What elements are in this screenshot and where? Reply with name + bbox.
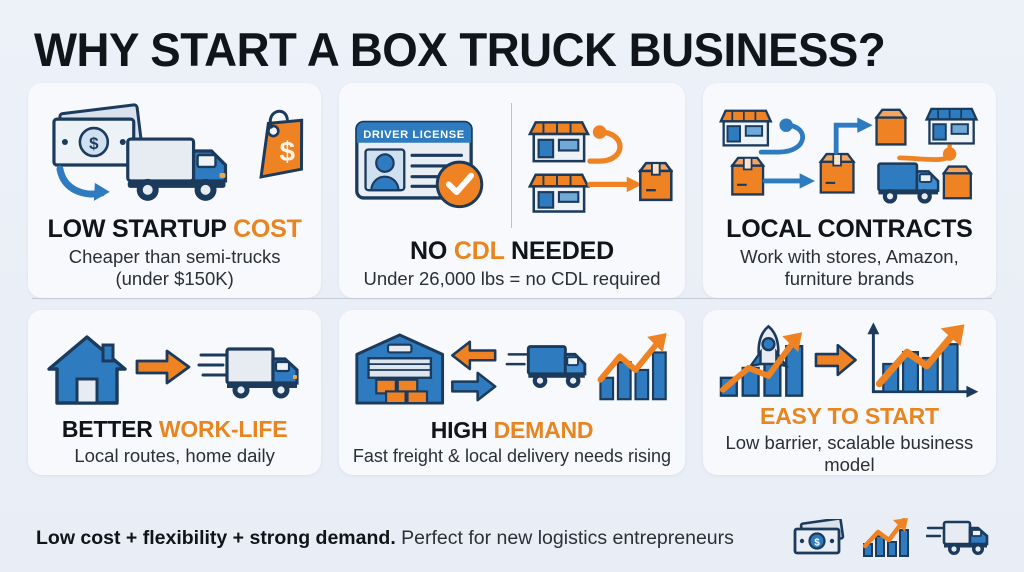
card-5-headline-accent: DEMAND <box>493 416 594 443</box>
card-1-sub-line2: (under $150K) <box>115 268 234 290</box>
card-6-subtext: Low barrier, scalable business model <box>725 432 974 475</box>
card-5-headline-plain: HIGH <box>430 416 494 443</box>
card-no-cdl-needed[interactable]: DRIVER LICENSE <box>339 83 685 298</box>
card-1-sub-line1: Cheaper than semi-trucks <box>68 246 281 268</box>
card-4-headline-plain: BETTER <box>61 416 159 443</box>
card-5-subtext: Fast freight & local delivery needs risi… <box>352 445 672 466</box>
svg-text:$: $ <box>814 538 820 549</box>
high-demand-illustration <box>355 332 668 405</box>
card-2-headline-plain: NO <box>410 236 454 265</box>
card-1-headline-accent: COST <box>233 215 302 244</box>
card-2-vertical-divider <box>510 103 512 228</box>
footer-bar: Low cost + flexibility + strong demand. … <box>0 510 1024 572</box>
svg-text:$: $ <box>280 136 296 167</box>
card-2-headline-accent: CDL <box>453 236 505 265</box>
card-6-artwork <box>715 320 984 404</box>
card-row-bottom: BETTER WORK-LIFE Local routes, home dail… <box>28 310 997 475</box>
card-3-sub-line2: furniture brands <box>784 268 915 290</box>
growth-chart-icon <box>862 518 909 557</box>
card-4-artwork <box>40 320 309 417</box>
card-2-headline-tail: NEEDED <box>504 236 614 265</box>
card-2-headline: NO CDL NEEDED <box>410 238 614 264</box>
low-startup-cost-illustration: $ <box>52 102 304 201</box>
footer-text-normal: Perfect for new logistics entrepreneurs <box>395 526 734 549</box>
card-2-subtext: Under 26,000 lbs = no CDL required <box>363 268 661 290</box>
card-1-headline-plain: LOW STARTUP <box>47 215 234 244</box>
card-3-headline: LOCAL CONTRACTS <box>726 215 973 244</box>
card-4-headline: BETTER WORK-LIFE <box>62 417 288 441</box>
page-title-container: WHY START A BOX TRUCK BUSINESS? <box>0 0 1024 79</box>
card-local-contracts[interactable]: LOCAL CONTRACTS Work with stores, Amazon… <box>702 83 997 298</box>
svg-text:$: $ <box>89 134 99 153</box>
page-title: WHY START A BOX TRUCK BUSINESS? <box>34 23 886 76</box>
card-2-artwork: DRIVER LICENSE <box>351 93 673 238</box>
footer-text-bold: Low cost + flexibility + strong demand. <box>36 526 396 549</box>
row-divider <box>32 298 992 299</box>
license-label-text: DRIVER LICENSE <box>363 129 464 141</box>
card-low-startup-cost[interactable]: $ <box>28 83 322 298</box>
delivery-truck-icon <box>926 520 989 555</box>
card-5-headline: HIGH DEMAND <box>431 418 594 442</box>
card-3-subtext: Work with stores, Amazon,furniture brand… <box>740 246 959 290</box>
card-easy-to-start[interactable]: EASY TO START Low barrier, scalable busi… <box>702 310 997 475</box>
driver-license-illustration: DRIVER LICENSE <box>355 120 484 209</box>
card-3-artwork <box>715 93 984 216</box>
card-1-artwork: $ <box>40 93 309 216</box>
card-row-top: $ <box>28 83 997 298</box>
card-better-work-life[interactable]: BETTER WORK-LIFE Local routes, home dail… <box>28 310 322 475</box>
card-1-headline: LOW STARTUP COST <box>48 216 302 242</box>
card-5-artwork <box>351 320 673 418</box>
footer-text: Low cost + flexibility + strong demand. … <box>36 527 734 550</box>
local-contracts-illustration <box>718 107 979 204</box>
card-1-subtext: Cheaper than semi-trucks(under $150K) <box>69 246 281 290</box>
card-6-headline: EASY TO START <box>759 403 939 429</box>
work-life-illustration <box>46 334 299 405</box>
card-4-subtext: Local routes, home daily <box>74 445 275 467</box>
cards-grid: $ <box>0 79 1024 510</box>
delivery-route-illustration <box>527 121 673 213</box>
card-4-headline-accent: WORK-LIFE <box>158 416 288 443</box>
card-3-sub-line1: Work with stores, Amazon, <box>740 246 959 268</box>
footer-icons: $ <box>792 518 992 558</box>
easy-to-start-illustration <box>719 322 979 398</box>
card-high-demand[interactable]: HIGH DEMAND Fast freight & local deliver… <box>339 310 685 475</box>
money-bill-icon: $ <box>793 519 845 555</box>
